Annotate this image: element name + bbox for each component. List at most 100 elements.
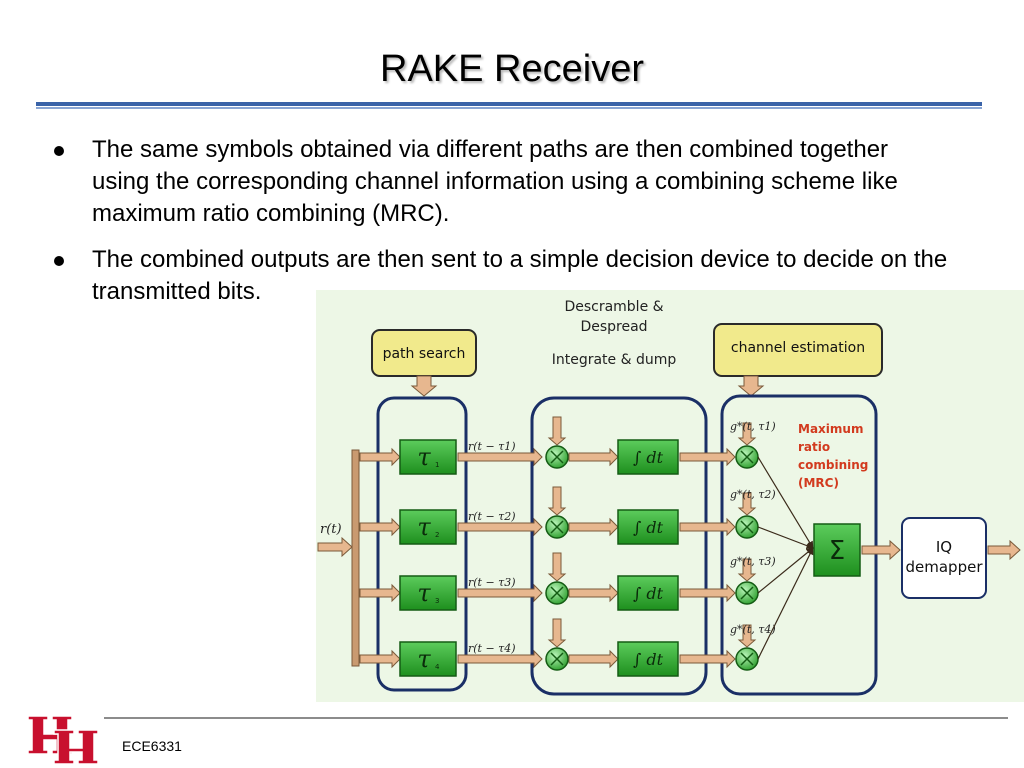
bullet-item: The combined outputs are then sent to a … <box>50 244 950 308</box>
code-input-arrow <box>547 416 567 446</box>
sum-output-arrow <box>861 539 901 561</box>
bullet-dot-icon <box>54 256 64 266</box>
path-search-label: path search <box>383 346 466 362</box>
delay-symbol: τ <box>417 513 431 541</box>
gain-input-arrow <box>737 624 757 648</box>
bus-to-delay-arrow <box>359 447 401 467</box>
combiner-input-line <box>757 456 814 549</box>
path-search-arrow <box>410 375 438 397</box>
delay-symbol: τ <box>417 579 431 607</box>
delay-output-arrow <box>457 447 543 467</box>
multiplier-output-arrow <box>568 583 619 603</box>
mrc-note-line-4: (MRC) <box>798 476 839 490</box>
multiplier-output-arrow <box>568 447 619 467</box>
delay-symbol: τ <box>417 443 431 471</box>
summation-block <box>813 523 861 577</box>
delayed-signal-label: r(t − τ3) <box>468 576 516 589</box>
multiplier-cross-icon <box>550 586 564 600</box>
uh-logo <box>27 715 99 765</box>
mrc-note-line-1: Maximum <box>798 422 863 436</box>
combiner-input-line <box>757 547 814 660</box>
code-input-arrow <box>547 486 567 516</box>
despread-label: Despread <box>580 319 647 335</box>
iq-demapper-label-2: demapper <box>906 558 984 576</box>
bullet-dot-icon <box>54 146 64 156</box>
mrc-note-line-3: combining <box>798 458 868 472</box>
delayed-signal-label: r(t − τ1) <box>468 440 516 453</box>
delay-block <box>399 509 457 545</box>
channel-gain-label: g*(t, τ3) <box>730 555 776 568</box>
multiplier-output-arrow <box>568 649 619 669</box>
integrator-output-arrow <box>679 447 736 467</box>
channel-estimation-arrow <box>737 375 765 397</box>
bus-to-delay-arrow <box>359 649 401 669</box>
bus-to-delay-arrow <box>359 583 401 603</box>
channel-estimation-label: channel estimation <box>731 340 865 356</box>
gain-input-arrow <box>737 422 757 446</box>
iq-demapper-label-1: IQ <box>936 538 952 556</box>
channel-estimation-box <box>713 323 883 377</box>
delay-group-box <box>376 396 468 692</box>
delayed-signal-label: r(t − τ2) <box>468 510 516 523</box>
multiplier-cross-icon <box>740 520 754 534</box>
delay-output-arrow <box>457 649 543 669</box>
integrate-dump-label: Integrate & dump <box>552 352 677 368</box>
gain-input-arrow <box>737 492 757 516</box>
integrator-block <box>617 439 679 475</box>
delay-block <box>399 575 457 611</box>
integrator-label: ∫ dt <box>633 650 664 669</box>
delay-block <box>399 439 457 475</box>
slide-title: RAKE Receiver <box>380 48 644 90</box>
title-underline-secondary <box>36 107 982 109</box>
multiplier-output-arrow <box>568 517 619 537</box>
delay-subscript: 3 <box>435 597 439 605</box>
code-input-arrow <box>547 552 567 582</box>
integrator-label: ∫ dt <box>633 518 664 537</box>
summation-symbol: Σ <box>829 536 845 566</box>
despread-group-box <box>530 396 708 696</box>
channel-gain-label: g*(t, τ2) <box>730 488 776 501</box>
footer-divider <box>104 717 1008 719</box>
iq-demapper-box <box>901 517 987 599</box>
multiplier-cross-icon <box>550 652 564 666</box>
title-underline <box>36 102 982 106</box>
multiplier-cross-icon <box>740 652 754 666</box>
integrator-label: ∫ dt <box>633 584 664 603</box>
integrator-label: ∫ dt <box>633 448 664 467</box>
bullet-item: The same symbols obtained via different … <box>50 134 950 230</box>
multiplier-cross-icon <box>550 450 564 464</box>
delayed-signal-label: r(t − τ4) <box>468 642 516 655</box>
multiplier-cross-icon <box>740 586 754 600</box>
delay-subscript: 4 <box>435 663 440 671</box>
code-input-arrow <box>547 618 567 648</box>
descramble-label: Descramble & <box>564 299 663 315</box>
bus-to-delay-arrow <box>359 517 401 537</box>
integrator-block <box>617 575 679 611</box>
input-signal-label: r(t) <box>320 522 342 537</box>
bullet-text: The combined outputs are then sent to a … <box>92 246 948 305</box>
bullet-text: The same symbols obtained via different … <box>92 136 898 227</box>
demapper-output-arrow <box>987 539 1021 561</box>
delay-block <box>399 641 457 677</box>
combining-group-box <box>720 394 878 696</box>
integrator-output-arrow <box>679 649 736 669</box>
integrator-output-arrow <box>679 583 736 603</box>
combiner-input-line <box>757 526 814 550</box>
channel-gain-label: g*(t, τ1) <box>730 420 776 433</box>
input-arrow <box>317 536 353 558</box>
rake-receiver-diagram: Descramble & Despread Integrate & dump p… <box>316 290 1024 702</box>
multiplier-cross-icon <box>740 450 754 464</box>
integrator-block <box>617 509 679 545</box>
input-bus <box>351 449 360 667</box>
channel-gain-label: g*(t, τ4) <box>730 623 776 636</box>
mrc-note-line-2: ratio <box>798 440 830 454</box>
integrator-output-arrow <box>679 517 736 537</box>
delay-output-arrow <box>457 517 543 537</box>
multiplier-cross-icon <box>550 520 564 534</box>
delay-subscript: 2 <box>435 531 439 539</box>
course-label: ECE6331 <box>122 738 182 754</box>
combiner-input-line <box>757 547 814 594</box>
bullet-list: The same symbols obtained via different … <box>50 134 950 322</box>
delay-subscript: 1 <box>435 461 439 469</box>
